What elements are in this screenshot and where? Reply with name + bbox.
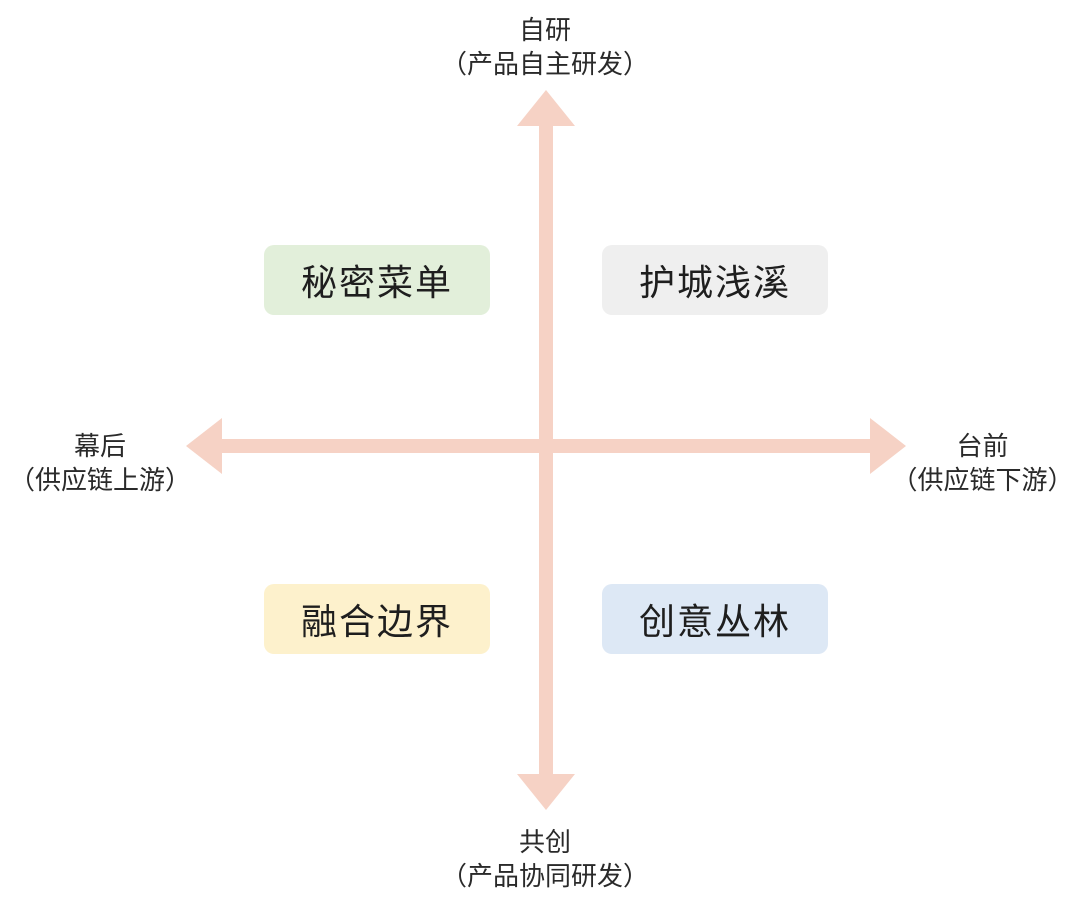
quadrant-top-left: 秘密菜单 <box>264 245 490 315</box>
axis-top-title: 自研 <box>518 16 571 46</box>
axis-label-right: 台前 （供应链下游） <box>885 430 1080 498</box>
axis-top-subtitle: （产品自主研发） <box>440 50 649 80</box>
arrow-down-head <box>517 774 575 810</box>
arrow-right-head <box>870 418 906 474</box>
axis-label-bottom: 共创 （产品协同研发） <box>390 826 700 894</box>
axis-left-title: 幕后 <box>73 432 126 462</box>
arrow-left-head <box>186 418 222 474</box>
axis-right-title: 台前 <box>956 432 1009 462</box>
arrow-up-head <box>517 90 575 126</box>
quadrant-top-right: 护城浅溪 <box>602 245 828 315</box>
horizontal-axis-shaft <box>218 439 878 453</box>
axis-bottom-subtitle: （产品协同研发） <box>440 862 649 892</box>
axis-bottom-title: 共创 <box>518 828 571 858</box>
axis-label-top: 自研 （产品自主研发） <box>390 14 700 82</box>
quadrant-bottom-left: 融合边界 <box>264 584 490 654</box>
axis-right-subtitle: （供应链下游） <box>891 466 1074 496</box>
quadrant-bottom-right: 创意丛林 <box>602 584 828 654</box>
axis-label-left: 幕后 （供应链上游） <box>0 430 200 498</box>
axis-left-subtitle: （供应链上游） <box>8 466 191 496</box>
